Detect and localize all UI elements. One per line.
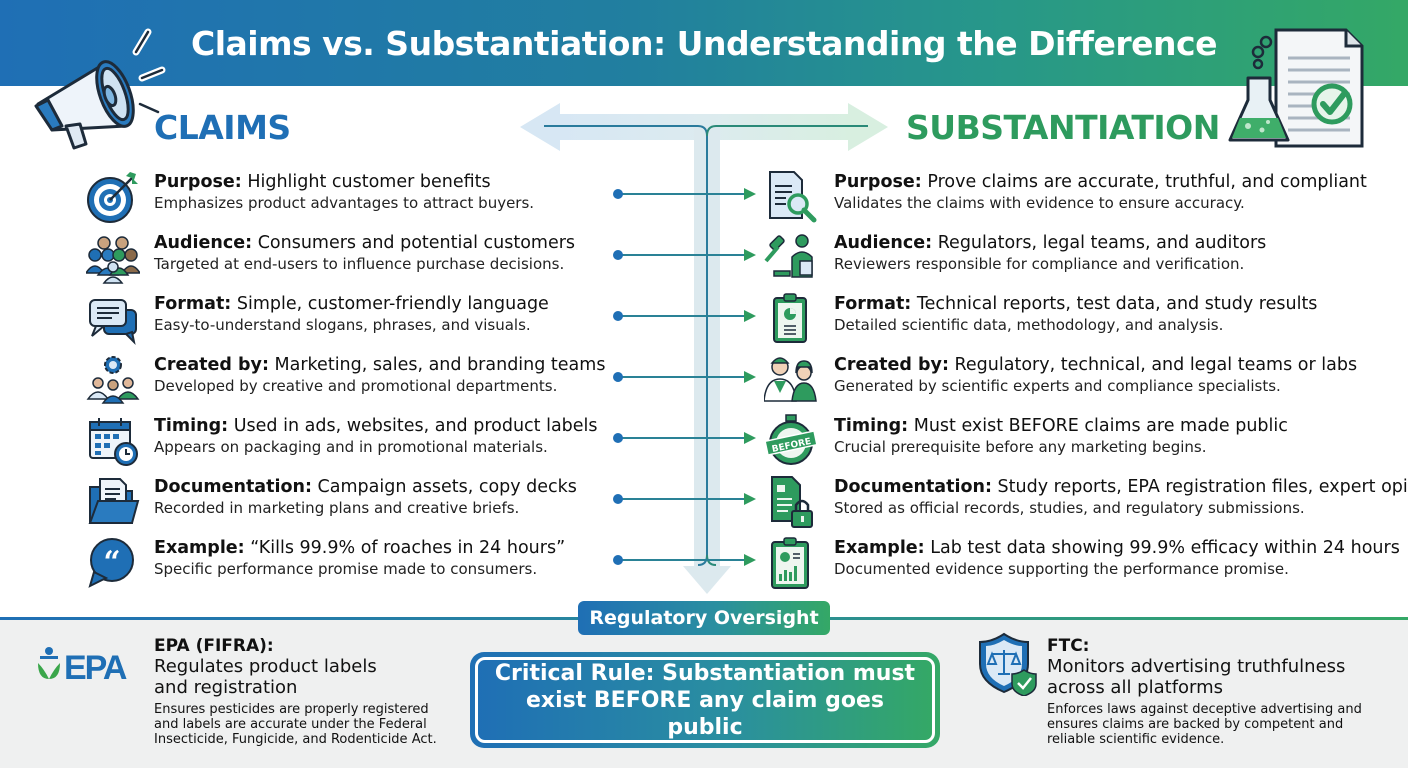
row-value: Technical reports, test data, and study … bbox=[916, 294, 1318, 314]
substantiation-heading: SUBSTANTIATION bbox=[906, 108, 1220, 147]
epa-detail: Ensures pesticides are properly register… bbox=[154, 702, 437, 747]
claims-heading: CLAIMS bbox=[154, 108, 291, 147]
claims-row-purpose: Purpose: Highlight customer benefits Emp… bbox=[86, 170, 626, 226]
row-detail: Documented evidence supporting the perfo… bbox=[834, 560, 1289, 578]
critical-rule-text: Critical Rule: Substantiation must exist… bbox=[475, 657, 935, 743]
locked-document-icon bbox=[771, 476, 813, 528]
row-detail: Easy-to-understand slogans, phrases, and… bbox=[154, 316, 531, 334]
epa-logo-icon: EPA bbox=[38, 647, 129, 685]
claims-row-created-by: Created by: Marketing, sales, and brandi… bbox=[86, 353, 626, 409]
page-title: Claims vs. Substantiation: Understanding… bbox=[191, 24, 1217, 63]
row-label: Timing: bbox=[834, 416, 909, 436]
row-value: Prove claims are accurate, truthful, and… bbox=[927, 172, 1367, 192]
clipboard-chart-icon bbox=[773, 293, 807, 343]
clipboard-bar-chart-icon bbox=[771, 537, 809, 589]
substantiation-row-created-by: Created by: Regulatory, technical, and l… bbox=[764, 353, 1408, 409]
row-value: Consumers and potential customers bbox=[257, 233, 576, 253]
row-value: Study reports, EPA registration files, e… bbox=[997, 477, 1408, 497]
row-detail: Appears on packaging and in promotional … bbox=[154, 438, 548, 456]
row-label: Created by: bbox=[834, 355, 949, 375]
row-value: Highlight customer benefits bbox=[247, 172, 491, 192]
header-banner: Claims vs. Substantiation: Understanding… bbox=[0, 0, 1408, 86]
target-icon bbox=[87, 172, 138, 223]
row-label: Example: bbox=[834, 538, 925, 558]
row-label: Format: bbox=[834, 294, 912, 314]
row-label: Audience: bbox=[154, 233, 253, 253]
row-detail: Targeted at end-users to influence purch… bbox=[154, 255, 565, 273]
ftc-description: FTC: Monitors advertising truthfulness a… bbox=[1047, 636, 1387, 747]
row-detail: Reviewers responsible for compliance and… bbox=[834, 255, 1245, 273]
claims-row-documentation: Documentation: Campaign assets, copy dec… bbox=[86, 475, 626, 531]
stopwatch-before-icon: BEFORE bbox=[764, 414, 818, 465]
lab-flask-document-check-icon bbox=[1228, 28, 1364, 148]
critical-rule-box: Critical Rule: Substantiation must exist… bbox=[470, 652, 940, 748]
row-label: Audience: bbox=[834, 233, 933, 253]
row-detail: Developed by creative and promotional de… bbox=[154, 377, 558, 395]
row-value: Campaign assets, copy decks bbox=[317, 477, 577, 497]
row-value: Regulators, legal teams, and auditors bbox=[937, 233, 1267, 253]
row-label: Documentation: bbox=[154, 477, 312, 497]
substantiation-row-format: Format: Technical reports, test data, an… bbox=[764, 292, 1408, 348]
team-gear-icon bbox=[86, 356, 140, 404]
row-label: Timing: bbox=[154, 416, 229, 436]
row-label: Purpose: bbox=[834, 172, 922, 192]
svg-text:“: “ bbox=[103, 545, 120, 580]
claims-row-example: “ Example: “Kills 99.9% of roaches in 24… bbox=[86, 536, 626, 592]
row-detail: Crucial prerequisite before any marketin… bbox=[834, 438, 1207, 456]
gavel-auditor-icon bbox=[764, 234, 813, 278]
row-value: Regulatory, technical, and legal teams o… bbox=[954, 355, 1358, 375]
regulatory-oversight-label: Regulatory Oversight bbox=[578, 601, 830, 635]
row-value: Simple, customer-friendly language bbox=[236, 294, 549, 314]
chat-bubbles-icon bbox=[89, 299, 137, 346]
substantiation-row-audience: Audience: Regulators, legal teams, and a… bbox=[764, 231, 1408, 287]
epa-summary: Regulates product labels and registratio… bbox=[154, 656, 377, 698]
document-magnifier-icon bbox=[769, 171, 817, 223]
shield-scales-check-icon bbox=[979, 632, 1037, 696]
row-detail: Stored as official records, studies, and… bbox=[834, 499, 1305, 517]
row-detail: Emphasizes product advantages to attract… bbox=[154, 194, 535, 212]
row-label: Created by: bbox=[154, 355, 269, 375]
row-value: Used in ads, websites, and product label… bbox=[233, 416, 598, 436]
quote-bubble-icon: “ bbox=[88, 538, 134, 588]
row-label: Documentation: bbox=[834, 477, 992, 497]
claims-row-timing: Timing: Used in ads, websites, and produ… bbox=[86, 414, 626, 470]
row-value: Marketing, sales, and branding teams bbox=[274, 355, 606, 375]
row-label: Purpose: bbox=[154, 172, 242, 192]
row-detail: Specific performance promise made to con… bbox=[154, 560, 538, 578]
claims-row-format: Format: Simple, customer-friendly langua… bbox=[86, 292, 626, 348]
row-label: Format: bbox=[154, 294, 232, 314]
substantiation-row-purpose: Purpose: Prove claims are accurate, trut… bbox=[764, 170, 1408, 226]
megaphone-icon bbox=[34, 28, 166, 150]
folder-icon bbox=[88, 478, 140, 524]
epa-name: EPA (FIFRA): bbox=[154, 636, 274, 656]
calendar-clock-icon bbox=[89, 418, 138, 466]
ftc-summary: Monitors advertising truthfulness across… bbox=[1047, 656, 1346, 698]
ftc-name: FTC: bbox=[1047, 636, 1090, 656]
substantiation-row-documentation: Documentation: Study reports, EPA regist… bbox=[764, 475, 1408, 531]
row-detail: Validates the claims with evidence to en… bbox=[834, 194, 1245, 212]
epa-description: EPA (FIFRA): Regulates product labels an… bbox=[154, 636, 454, 747]
scientists-icon bbox=[764, 357, 817, 402]
substantiation-row-timing: BEFORE Timing: Must exist BEFORE claims … bbox=[764, 414, 1408, 470]
row-detail: Generated by scientific experts and comp… bbox=[834, 377, 1281, 395]
ftc-detail: Enforces laws against deceptive advertis… bbox=[1047, 702, 1362, 747]
row-detail: Detailed scientific data, methodology, a… bbox=[834, 316, 1224, 334]
epa-logo-text: EPA bbox=[64, 649, 127, 685]
row-value: “Kills 99.9% of roaches in 24 hours” bbox=[250, 538, 566, 558]
row-label: Example: bbox=[154, 538, 245, 558]
substantiation-row-example: Example: Lab test data showing 99.9% eff… bbox=[764, 536, 1408, 592]
row-value: Lab test data showing 99.9% efficacy wit… bbox=[930, 538, 1400, 558]
claims-row-audience: Audience: Consumers and potential custom… bbox=[86, 231, 626, 287]
row-detail: Recorded in marketing plans and creative… bbox=[154, 499, 520, 517]
crowd-icon bbox=[86, 236, 140, 284]
row-value: Must exist BEFORE claims are made public bbox=[913, 416, 1288, 436]
